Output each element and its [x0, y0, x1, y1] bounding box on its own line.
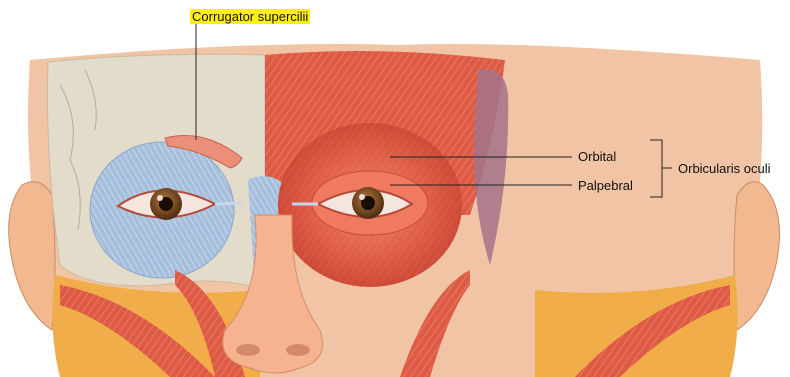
- orbital-label: Orbital: [578, 149, 616, 164]
- palpebral-label: Palpebral: [578, 178, 633, 193]
- corrugator-label: Corrugator supercilii: [190, 9, 310, 24]
- orbicularis-label: Orbicularis oculi: [678, 161, 770, 176]
- right-ear: [734, 182, 780, 330]
- left-ear: [9, 182, 55, 330]
